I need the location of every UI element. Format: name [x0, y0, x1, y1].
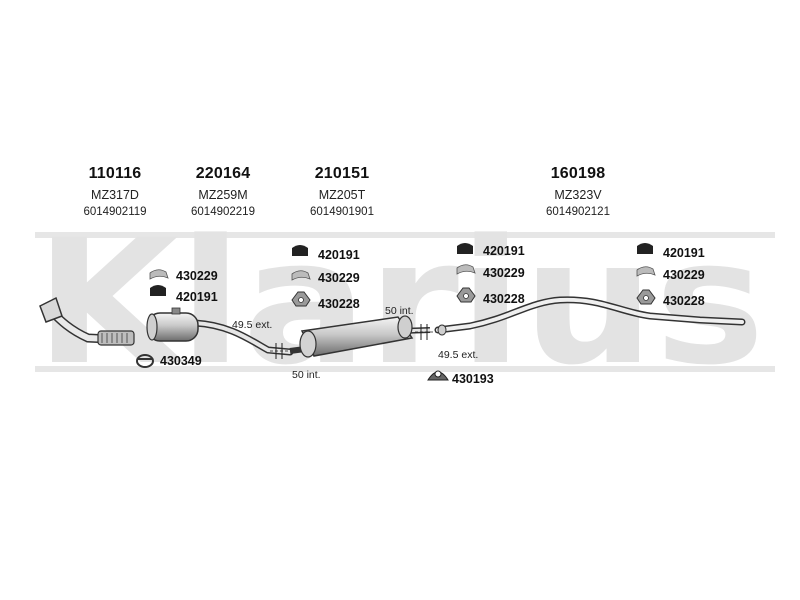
centre-silencer-box	[300, 316, 414, 357]
dimension-label: 49.5 ext.	[438, 349, 479, 361]
watermark-bottom-bar	[35, 366, 775, 372]
dimension-label: 50 int.	[385, 305, 414, 317]
fitting-label-rubber-mount: 420191	[663, 246, 705, 260]
watermark-top-bar	[35, 232, 775, 238]
fitting-label-rubber-mount: 420191	[318, 248, 360, 262]
oe-number: 6014901901	[310, 206, 374, 218]
fitting-label-strap-clamp: 430229	[176, 269, 218, 283]
part-code: MZ317D	[91, 188, 139, 202]
part-number: 160198	[550, 165, 606, 182]
dimension-label: 49.5 ext.	[232, 319, 273, 331]
part-number: 210151	[314, 165, 370, 182]
part-header-3: 210151 MZ205T 6014901901	[272, 165, 412, 218]
fitting-label-strap-clamp: 430229	[483, 266, 525, 280]
rear-silencer-160198	[434, 296, 746, 336]
part-header-4: 160198 MZ323V 6014902121	[508, 165, 648, 218]
fitting-label-bracket-clamp: 430228	[483, 292, 525, 306]
oe-number: 6014902119	[83, 206, 147, 218]
part-number: 110116	[88, 165, 142, 182]
dimension-label: 50 int.	[292, 369, 321, 381]
oe-number: 6014902219	[191, 206, 255, 218]
front-pipe-flange	[39, 296, 63, 323]
fitting-label-strap-clamp: 430229	[663, 268, 705, 282]
fitting-label-hanger-ring: 430193	[452, 372, 494, 386]
centre-silencer-210151	[289, 315, 439, 358]
fitting-label-u-clamp: 430349	[160, 354, 202, 368]
flex-joint	[97, 330, 135, 346]
front-pipe-110116	[39, 296, 135, 346]
hanger-ring-icon	[427, 370, 449, 381]
part-number: 220164	[195, 165, 251, 182]
fitting-label-rubber-mount: 420191	[176, 290, 218, 304]
fitting-label-bracket-clamp: 430228	[318, 297, 360, 311]
strap-clamp-icon	[149, 264, 656, 281]
part-header-2: 220164 MZ259M 6014902219	[153, 165, 293, 218]
fitting-label-strap-clamp: 430229	[318, 271, 360, 285]
fitting-label-bracket-clamp: 430228	[663, 294, 705, 308]
rubber-mount-icon	[150, 243, 653, 296]
part-code: MZ205T	[318, 188, 366, 202]
front-silencer-220164	[146, 307, 294, 359]
part-code: MZ323V	[554, 188, 602, 202]
part-code: MZ259M	[198, 188, 248, 202]
fitting-label-rubber-mount: 420191	[483, 244, 525, 258]
bracket-clamp-icon	[291, 287, 656, 307]
part-header-1: 110116 MZ317D 6014902119	[45, 165, 185, 218]
u-clamp-icon	[136, 354, 154, 368]
oe-number: 6014902121	[546, 206, 610, 218]
